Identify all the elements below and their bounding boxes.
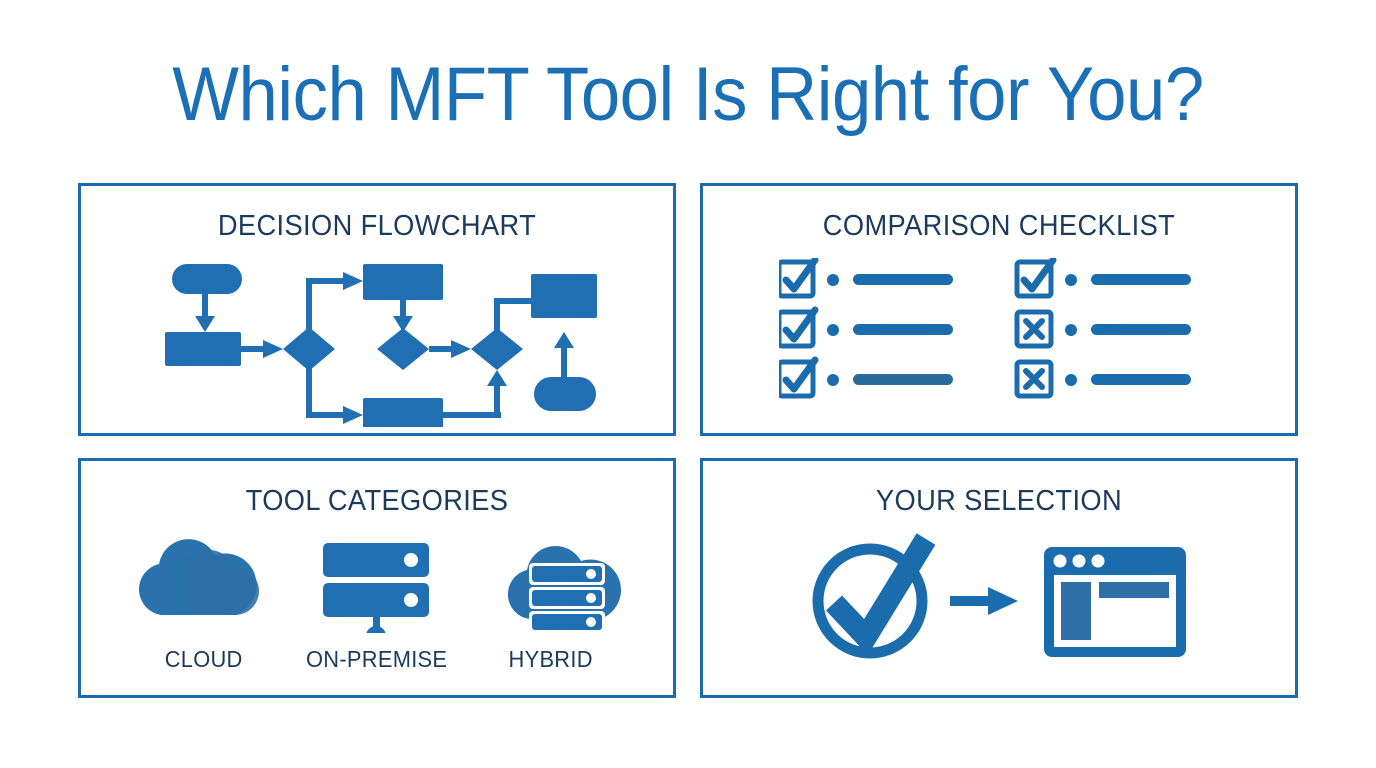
- bullet-dot: [827, 324, 839, 336]
- checkbox-crossed-icon: [1017, 312, 1051, 346]
- cloud-icon[interactable]: [138, 539, 259, 615]
- hybrid-cloud-server-icon[interactable]: [507, 545, 622, 633]
- category-label-cloud: CLOUD: [164, 646, 243, 672]
- category-icons: [138, 539, 622, 633]
- checkbox-checked-icon: [779, 260, 815, 296]
- browser-window-icon[interactable]: [1044, 547, 1186, 657]
- flowchart-decision-diamond-3: [471, 328, 523, 370]
- arrow-right-icon: [950, 587, 1018, 615]
- checklist-row[interactable]: [1017, 312, 1191, 346]
- checklist-body: [703, 248, 1295, 433]
- bullet-dot: [1065, 274, 1077, 286]
- flowchart-end-pill: [534, 377, 596, 411]
- panel-heading-tool-categories: TOOL CATEGORIES: [245, 485, 509, 517]
- panel-tool-categories[interactable]: TOOL CATEGORIES: [78, 458, 676, 698]
- category-label-on-premise: ON-PREMISE: [306, 646, 448, 672]
- panel-comparison-checklist[interactable]: COMPARISON CHECKLIST: [700, 183, 1298, 436]
- page-title: Which MFT Tool Is Right for You?: [172, 52, 1204, 137]
- text-bar: [1091, 374, 1191, 385]
- category-label-row: CLOUD ON-PREMISE HYBRID: [81, 646, 673, 673]
- browser-dot: [1072, 554, 1086, 568]
- browser-dot: [1091, 554, 1105, 568]
- flowchart-process-box-1: [165, 332, 241, 366]
- selection-icons: [812, 533, 1186, 659]
- flowchart-result-box: [531, 274, 597, 318]
- server-rack-icon[interactable]: [321, 543, 431, 633]
- checklist-row[interactable]: [1017, 362, 1191, 396]
- flowchart-body: [81, 248, 673, 433]
- checkbox-checked-icon: [779, 360, 815, 396]
- flowchart-diagram-wrap: [157, 252, 597, 427]
- panel-heading-decision-flowchart: DECISION FLOWCHART: [217, 210, 537, 242]
- category-icons-wrap: [117, 523, 637, 633]
- tool-categories-body: CLOUD ON-PREMISE HYBRID: [81, 523, 673, 695]
- flowchart-diagram: [165, 264, 597, 427]
- checklist-row[interactable]: [1017, 260, 1191, 296]
- text-bar: [853, 374, 953, 385]
- text-bar: [853, 274, 953, 285]
- panel-decision-flowchart[interactable]: DECISION FLOWCHART: [78, 183, 676, 436]
- browser-header-bar: [1099, 582, 1169, 598]
- bullet-dot: [1065, 324, 1077, 336]
- text-bar: [853, 324, 953, 335]
- flowchart-process-box-2: [363, 264, 443, 300]
- flowchart-decision-diamond-1: [283, 327, 335, 371]
- bullet-dot: [827, 274, 839, 286]
- browser-sidebar: [1061, 582, 1091, 640]
- panel-heading-comparison-checklist: COMPARISON CHECKLIST: [822, 210, 1176, 242]
- check-circle-icon[interactable]: [812, 533, 936, 659]
- checklist-row[interactable]: [779, 260, 953, 296]
- flowchart-process-box-3: [363, 398, 443, 427]
- checkbox-crossed-icon: [1017, 362, 1051, 396]
- text-bar: [1091, 274, 1191, 285]
- flowchart-decision-diamond-2: [377, 328, 429, 370]
- category-label-hybrid: HYBRID: [508, 646, 593, 672]
- panel-your-selection[interactable]: YOUR SELECTION: [700, 458, 1298, 698]
- checkbox-checked-icon: [1017, 260, 1053, 296]
- bullet-dot: [1065, 374, 1077, 386]
- checklist-row[interactable]: [779, 360, 953, 396]
- browser-dot: [1053, 554, 1067, 568]
- checklist-row[interactable]: [779, 310, 953, 346]
- panel-heading-your-selection: YOUR SELECTION: [875, 485, 1123, 517]
- checklist-grid: [779, 258, 1191, 408]
- bullet-dot: [827, 374, 839, 386]
- checkbox-checked-icon: [779, 310, 815, 346]
- checklist-grid-wrap: [779, 258, 1219, 408]
- flowchart-start-pill: [172, 264, 242, 294]
- selection-icons-wrap: [804, 531, 1194, 671]
- your-selection-body: [703, 523, 1295, 695]
- text-bar: [1091, 324, 1191, 335]
